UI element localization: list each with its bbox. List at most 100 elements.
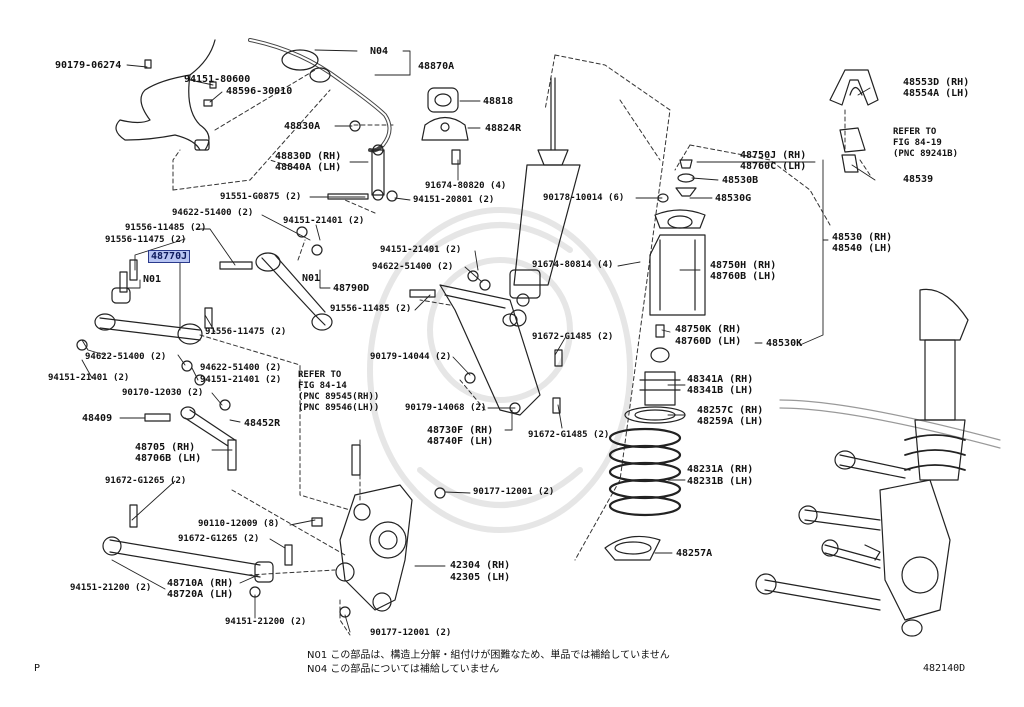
part-label-48341b-lh[interactable]: 48341B (LH) [687,385,754,396]
part-label-48530k[interactable]: 48530K [766,338,803,349]
part-label-94622-51400-c[interactable]: 94622-51400 (2) [85,352,167,362]
part-label-48530b[interactable]: 48530B [722,175,759,186]
part-label-94622-51400-b[interactable]: 94622-51400 (2) [372,262,454,272]
part-label-42304-rh[interactable]: 42304 (RH) [450,560,511,571]
part-label-91672-g1265-a[interactable]: 91672-G1265 (2) [105,476,187,486]
part-label-48540-lh[interactable]: 48540 (LH) [832,243,893,254]
part-label-48231a-rh[interactable]: 48231A (RH) [687,464,754,475]
part-label-90170-12030[interactable]: 90170-12030 (2) [122,388,204,398]
part-label-48259a-lh[interactable]: 48259A (LH) [697,416,764,427]
part-label-48341a-rh[interactable]: 48341A (RH) [687,374,754,385]
part-label-48830a[interactable]: 48830A [284,121,321,132]
part-label-94151-21401-a[interactable]: 94151-21401 (2) [283,216,365,226]
part-label-48824r[interactable]: 48824R [485,123,522,134]
refer-note-line: REFER TO [298,370,342,380]
part-label-48257c-rh[interactable]: 48257C (RH) [697,405,764,416]
part-label-48720a-lh[interactable]: 48720A (LH) [167,589,234,600]
trailing-arm-48710a [102,536,274,583]
bracket-48539 [839,127,866,173]
footnote-n04: N04 この部品については補給していません [307,664,500,675]
part-label-91556-11475-a[interactable]: 91556-11475 (2) [105,235,187,245]
upper-mount-stack [624,159,706,424]
part-label-94622-51400-a[interactable]: 94622-51400 (2) [172,208,254,218]
refer-note-line: (PNC 89241B) [893,149,959,159]
refer-note-line: (PNC 89546(LH)) [298,403,380,413]
part-label-94151-21200-a[interactable]: 94151-21200 (2) [70,583,152,593]
assembled-suspension-overview [755,288,1001,637]
part-label-48452r[interactable]: 48452R [244,418,281,429]
part-label-48750k-rh[interactable]: 48750K (RH) [675,324,742,335]
part-label-48830d-rh[interactable]: 48830D (RH) [275,151,342,162]
stabilizer-bracket-48824r [421,116,469,141]
refer-note-line: FIG 84-14 [298,381,347,391]
small-parts [76,120,563,618]
part-label-91556-11475-b[interactable]: 91556-11475 (2) [205,327,287,337]
part-label-48706b-lh[interactable]: 48706B (LH) [135,453,202,464]
part-label-90177-12001-b[interactable]: 90177-12001 (2) [370,628,452,638]
part-label-94622-51400-d[interactable]: 94622-51400 (2) [200,363,282,373]
part-label-90110-12009[interactable]: 90110-12009 (8) [198,519,280,529]
part-label-91556-11485-b[interactable]: 91556-11485 (2) [330,304,412,314]
part-label-48596-30010[interactable]: 48596-30010 [226,86,293,97]
part-label-48818[interactable]: 48818 [483,96,514,107]
part-label-94151-21401-c[interactable]: 94151-21401 (2) [48,373,130,383]
part-label-n04-top[interactable]: N04 [370,46,389,57]
bump-stop-cover-48553d [829,69,879,106]
part-label-48750h-rh[interactable]: 48750H (RH) [710,260,777,271]
abs-sensor-wire [115,39,217,151]
part-label-48231b-lh[interactable]: 48231B (LH) [687,476,754,487]
part-label-90179-14044[interactable]: 90179-14044 (2) [370,352,452,362]
lateral-arm-48770j [94,287,203,345]
part-label-48750j-rh[interactable]: 48750J (RH) [740,150,807,161]
part-label-94151-21200-b[interactable]: 94151-21200 (2) [225,617,307,627]
part-label-48740f-lh[interactable]: 48740F (LH) [427,436,494,447]
part-label-42305-lh[interactable]: 42305 (LH) [450,572,511,583]
part-label-94151-20801[interactable]: 94151-20801 (2) [413,195,495,205]
footnote-n01: N01 この部品は、構造上分解・組付けが困難なため、単品では補給していません [307,650,670,661]
refer-note-fig-84-19[interactable]: REFER TO FIG 84-19 (PNC 89241B) [893,127,958,160]
refer-note-line: (PNC 89545(RH)) [298,392,380,402]
part-label-94151-21401-b[interactable]: 94151-21401 (2) [380,245,462,255]
part-label-91674-80820[interactable]: 91674-80820 (4) [425,181,507,191]
part-label-91556-11485-a[interactable]: 91556-11485 (2) [125,223,207,233]
part-label-48790d[interactable]: 48790D [333,283,370,294]
part-label-48554a-lh[interactable]: 48554A (LH) [903,88,970,99]
part-label-48530-rh[interactable]: 48530 (RH) [832,232,893,243]
part-label-48553d-rh[interactable]: 48553D (RH) [903,77,970,88]
toe-arm-48705 [180,406,236,447]
part-label-48705-rh[interactable]: 48705 (RH) [135,442,196,453]
rear-axle-carrier-42304 [335,444,413,612]
part-label-90178-10014[interactable]: 90178-10014 (6) [543,193,625,203]
part-label-48870a[interactable]: 48870A [418,61,455,72]
part-label-91674-80814[interactable]: 91674-80814 (4) [532,260,614,270]
figure-code: 482140D [923,663,966,674]
part-label-91672-g1485-a[interactable]: 91672-G1485 (2) [532,332,614,342]
part-label-91551-g0875[interactable]: 91551-G0875 (2) [220,192,302,202]
part-label-48539[interactable]: 48539 [903,174,934,185]
coil-spring-48231a [608,427,682,517]
part-label-94151-21401-d[interactable]: 94151-21401 (2) [200,375,282,385]
part-label-48760c-lh[interactable]: 48760C (LH) [740,161,807,172]
spring-seat-48257a [604,535,661,561]
refer-note-fig-84-14[interactable]: REFER TO FIG 84-14 (PNC 89545(RH)) (PNC … [298,370,379,414]
part-label-48730f-rh[interactable]: 48730F (RH) [427,425,494,436]
part-label-n01-a[interactable]: N01 [143,274,162,285]
part-label-90177-12001-a[interactable]: 90177-12001 (2) [473,487,555,497]
part-label-48257a[interactable]: 48257A [676,548,713,559]
part-label-48840a-lh[interactable]: 48840A (LH) [275,162,342,173]
part-label-48770j-highlighted[interactable]: 48770J [148,250,191,263]
shock-absorber [509,77,581,327]
part-label-48409[interactable]: 48409 [82,413,113,424]
part-label-48530g[interactable]: 48530G [715,193,752,204]
part-label-48760b-lh[interactable]: 48760B (LH) [710,271,777,282]
part-label-90179-06274[interactable]: 90179-06274 [55,60,122,71]
part-label-94151-80600[interactable]: 94151-80600 [184,74,251,85]
part-label-n01-b[interactable]: N01 [302,273,321,284]
part-label-48760d-lh[interactable]: 48760D (LH) [675,336,742,347]
part-label-48710a-rh[interactable]: 48710A (RH) [167,578,234,589]
part-label-91672-g1485-b[interactable]: 91672-G1485 (2) [528,430,610,440]
part-label-91672-g1265-b[interactable]: 91672-G1265 (2) [178,534,260,544]
part-label-90179-14068[interactable]: 90179-14068 (2) [405,403,487,413]
